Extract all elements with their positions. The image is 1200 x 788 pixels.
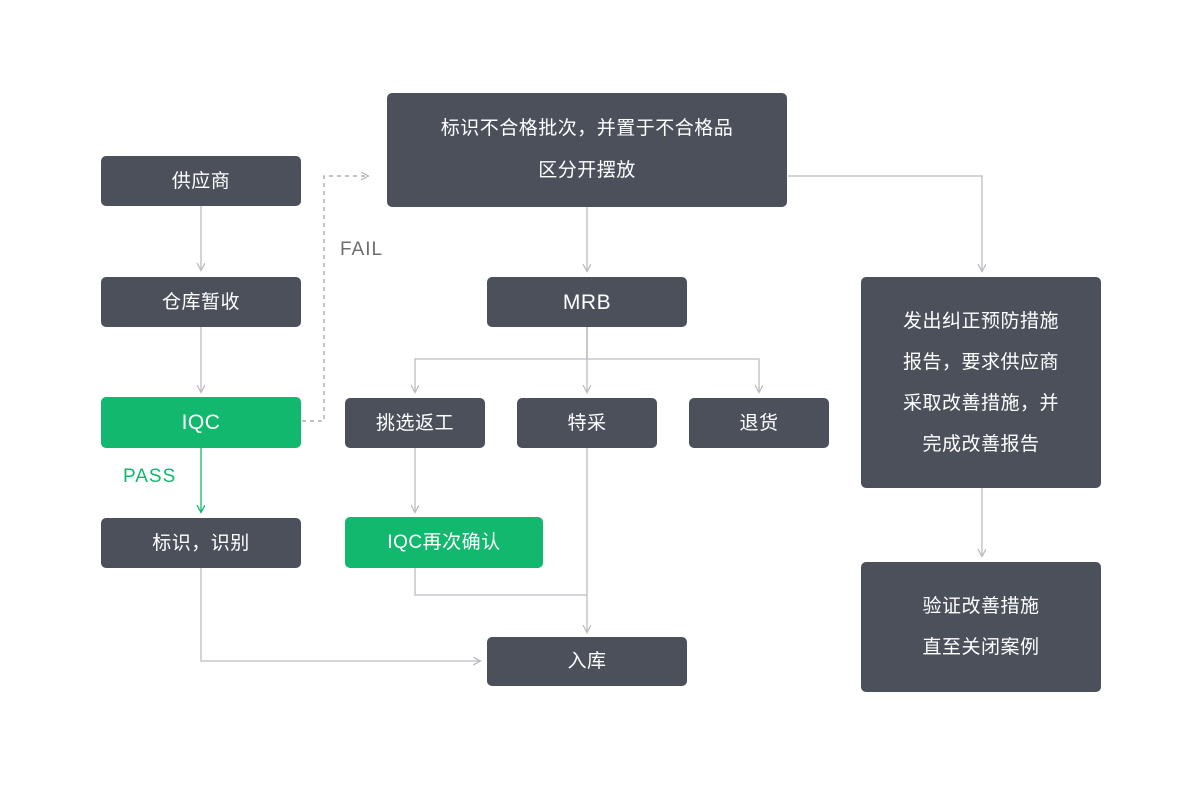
node-mark-nonconforming-lot[interactable]: 标识不合格批次，并置于不合格品 区分开摆放 — [387, 93, 787, 207]
edge-mrb-to-rework — [415, 327, 588, 392]
edge-mrb-to-return-goods — [586, 327, 759, 392]
edge-iqc-recheck-to-stock-in — [414, 568, 587, 596]
node-verify-close-case[interactable]: 验证改善措施 直至关闭案例 — [861, 562, 1101, 692]
node-special-purchase[interactable]: 特采 — [517, 398, 657, 448]
node-iqc-recheck[interactable]: IQC再次确认 — [345, 517, 543, 568]
node-stock-in[interactable]: 入库 — [487, 637, 687, 686]
node-identify-mark[interactable]: 标识，识别 — [101, 518, 301, 568]
node-supplier[interactable]: 供应商 — [101, 156, 301, 206]
node-warehouse-temp-receipt[interactable]: 仓库暂收 — [101, 277, 301, 327]
edge-identify-to-stock-in — [200, 568, 480, 661]
edge-mark-ng-to-capa-report — [788, 175, 982, 271]
node-return-goods[interactable]: 退货 — [689, 398, 829, 448]
node-capa-report[interactable]: 发出纠正预防措施 报告，要求供应商 采取改善措施，并 完成改善报告 — [861, 277, 1101, 488]
edge-label-pass: PASS — [123, 466, 177, 487]
node-iqc[interactable]: IQC — [101, 397, 301, 448]
edge-label-fail: FAIL — [340, 239, 384, 260]
edge-iqc-to-mark-ng — [302, 176, 368, 422]
node-sort-rework[interactable]: 挑选返工 — [345, 398, 485, 448]
node-mrb[interactable]: MRB — [487, 277, 687, 327]
